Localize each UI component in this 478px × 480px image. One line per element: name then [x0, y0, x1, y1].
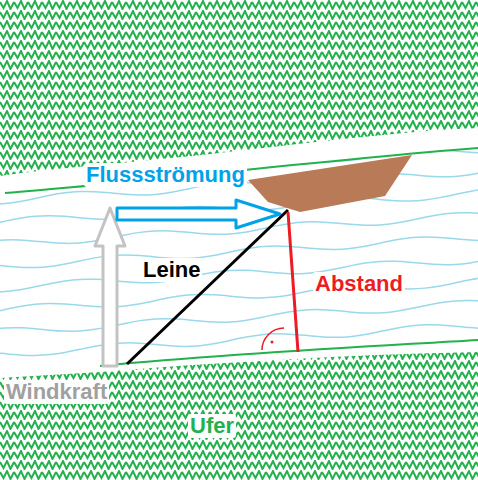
wave-stroke	[0, 277, 478, 313]
near-bank-line	[100, 340, 478, 366]
current-label: Flussströmung	[84, 163, 247, 187]
distance-line	[288, 212, 298, 352]
rope-line	[127, 210, 288, 364]
water-waves	[0, 149, 478, 355]
far-bank-grass	[0, 0, 478, 176]
far-bank-line	[5, 148, 478, 193]
wave-stroke	[0, 237, 478, 268]
wind-force-label: Windkraft	[4, 380, 109, 404]
rope-label: Leine	[141, 258, 202, 282]
right-angle-mark	[262, 328, 284, 350]
bank-label: Ufer	[188, 414, 236, 438]
angle-dot	[271, 341, 274, 344]
current-arrow	[117, 200, 280, 228]
wind-force-arrow	[95, 208, 125, 366]
boat	[248, 155, 412, 212]
near-bank-grass	[0, 352, 478, 480]
wave-stroke	[0, 260, 478, 292]
wave-stroke	[0, 325, 478, 356]
distance-label: Abstand	[313, 272, 405, 296]
